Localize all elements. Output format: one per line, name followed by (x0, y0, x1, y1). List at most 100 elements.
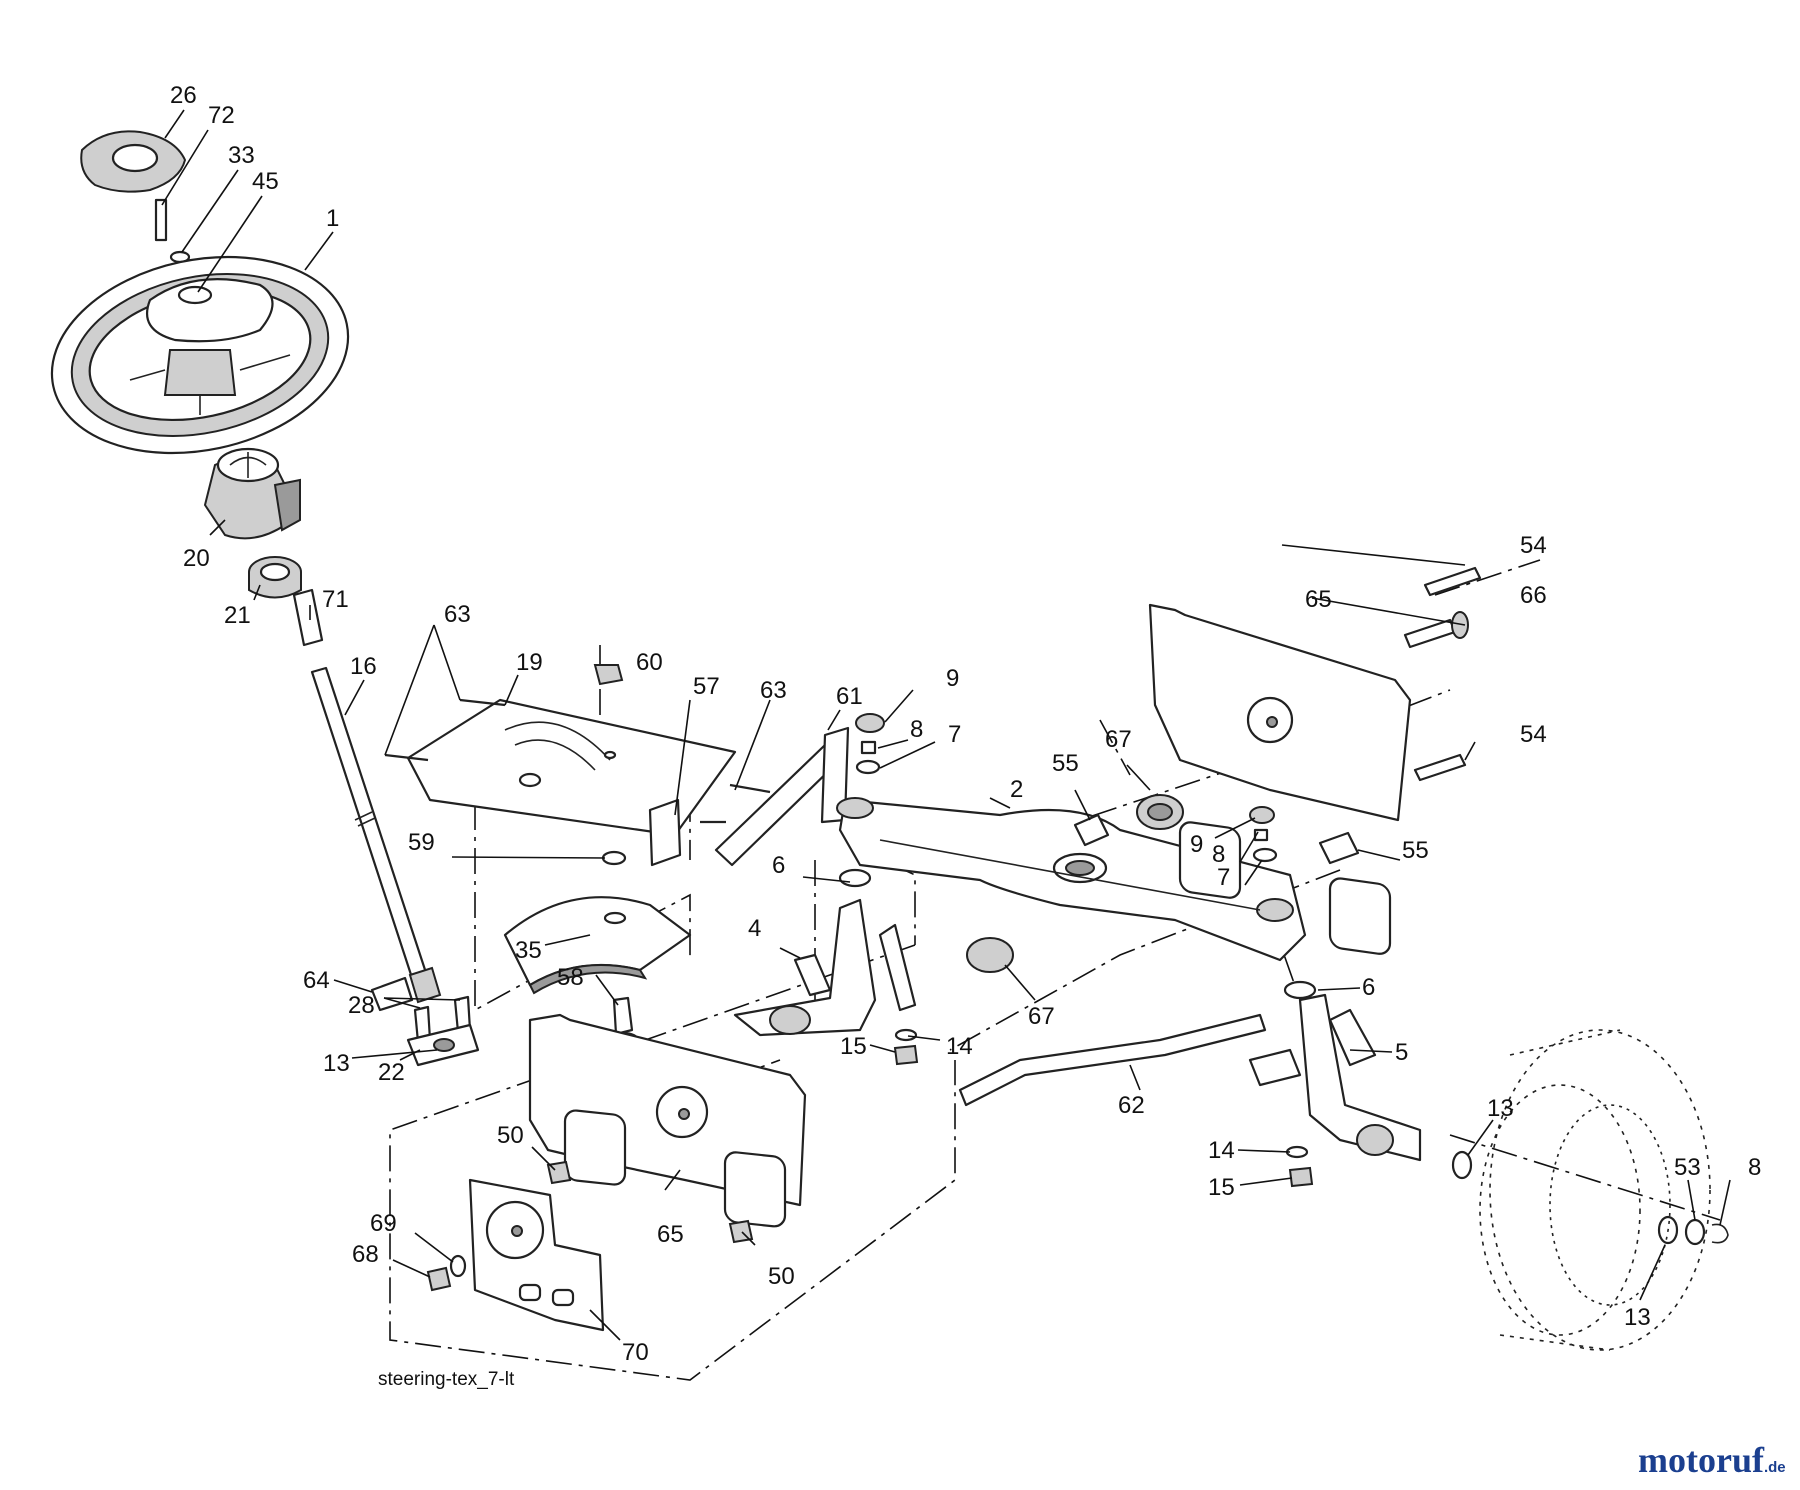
washers-part-13 (1451, 1150, 1679, 1245)
callout-62: 62 (1118, 1092, 1145, 1119)
callout-64: 64 (303, 967, 330, 994)
callout-9b: 9 (1190, 831, 1203, 858)
callout-22: 22 (378, 1059, 405, 1086)
watermark-logo: motoruf.de (1638, 1440, 1786, 1480)
nut-part-60 (593, 664, 624, 686)
bushings-part-6 (838, 868, 1317, 1000)
callout-9a: 9 (946, 665, 959, 692)
callout-33: 33 (228, 142, 255, 169)
callout-5: 5 (1395, 1039, 1408, 1066)
pivot-bar-part-61 (714, 726, 850, 867)
callout-50b: 50 (768, 1263, 795, 1290)
pins-part-8 (860, 740, 1269, 842)
callout-13c: 13 (1624, 1304, 1651, 1331)
bolts-part-54 (1413, 566, 1482, 782)
bushing-part-21 (248, 556, 302, 599)
watermark-main-text: motoruf (1638, 1440, 1765, 1480)
svg-text:motoruf.de: motoruf.de (1638, 1440, 1786, 1480)
watermark-suffix-text: .de (1764, 1459, 1786, 1476)
sleeve-part-71 (292, 588, 324, 647)
callout-54b: 54 (1520, 721, 1547, 748)
callout-1: 1 (326, 205, 339, 232)
clip-part-8 (1711, 1223, 1729, 1244)
callout-35: 35 (515, 937, 542, 964)
callout-19: 19 (516, 649, 543, 676)
bushings-part-55 (1073, 813, 1360, 865)
callout-6b: 6 (1362, 974, 1375, 1001)
callout-63b: 63 (760, 677, 787, 704)
callout-13b: 13 (1487, 1095, 1514, 1122)
bolt-part-72 (154, 198, 168, 242)
callout-65b: 65 (657, 1221, 684, 1248)
callout-numbers: 26 72 33 45 1 20 21 71 16 63 19 60 57 63… (170, 82, 1761, 1366)
callout-72: 72 (208, 102, 235, 129)
callout-20: 20 (183, 545, 210, 572)
callout-15a: 15 (840, 1033, 867, 1060)
clip-part-64 (370, 976, 414, 1012)
callout-2: 2 (1010, 776, 1023, 803)
callout-65a: 65 (1305, 586, 1332, 613)
callout-71: 71 (322, 586, 349, 613)
side-bracket-left-part-65 (528, 1013, 807, 1228)
callout-13a: 13 (323, 1050, 350, 1077)
callout-8c: 8 (1748, 1154, 1761, 1181)
callout-15b: 15 (1208, 1174, 1235, 1201)
callout-60: 60 (636, 649, 663, 676)
callout-28: 28 (348, 992, 375, 1019)
callout-26: 26 (170, 82, 197, 109)
washer-part-59 (601, 850, 627, 866)
callout-7a: 7 (948, 721, 961, 748)
callout-50a: 50 (497, 1122, 524, 1149)
flange-bracket-part-22 (406, 1023, 480, 1067)
side-bracket-right-part-65 (1148, 603, 1412, 955)
column-boot-part-20 (203, 447, 301, 540)
bracket-part-57 (648, 798, 682, 867)
callout-4: 4 (748, 915, 761, 942)
washers-part-7 (855, 759, 1278, 863)
callout-21: 21 (224, 602, 251, 629)
callout-45: 45 (252, 168, 279, 195)
nuts-part-15 (893, 1044, 1314, 1188)
callout-14a: 14 (946, 1033, 973, 1060)
callout-8b: 8 (1212, 841, 1225, 868)
callout-14b: 14 (1208, 1137, 1235, 1164)
callout-55b: 55 (1402, 837, 1429, 864)
steering-plate-part-19 (406, 698, 737, 837)
callout-57: 57 (693, 673, 720, 700)
washer-part-69 (449, 1254, 467, 1278)
callout-69: 69 (370, 1210, 397, 1237)
callout-53: 53 (1674, 1154, 1701, 1181)
callout-8a: 8 (910, 716, 923, 743)
steering-cap-part-26 (80, 130, 187, 193)
callout-7b: 7 (1217, 864, 1230, 891)
pedal-plate-part-70 (468, 1178, 605, 1332)
caps-part-9 (855, 713, 1275, 824)
leader-lines (161, 109, 1731, 1341)
callout-58: 58 (557, 964, 584, 991)
callout-6a: 6 (772, 852, 785, 879)
steering-wheel-part-1 (50, 255, 350, 455)
spindle-left-part-4 (733, 898, 917, 1037)
front-axle-part-2 (836, 797, 1307, 962)
callout-59: 59 (408, 829, 435, 856)
callout-68: 68 (352, 1241, 379, 1268)
callout-67a: 67 (1105, 726, 1132, 753)
callout-70: 70 (622, 1339, 649, 1366)
washers-part-14 (894, 1028, 1309, 1159)
callout-66: 66 (1520, 582, 1547, 609)
sector-gear-part-35 (503, 896, 692, 995)
washer-part-53 (1684, 1218, 1706, 1246)
spacers-part-67 (966, 794, 1184, 973)
bolt-part-66 (1403, 611, 1469, 649)
callout-61: 61 (836, 683, 863, 710)
nut-part-68 (426, 1266, 452, 1292)
front-wheel (1479, 1029, 1711, 1351)
steering-shaft-part-16 (310, 666, 442, 1004)
callout-16: 16 (350, 653, 377, 680)
callout-63a: 63 (444, 601, 471, 628)
spindle-right-part-5 (1298, 993, 1422, 1162)
tie-rod-part-62 (958, 1013, 1302, 1107)
diagram-reference-code: steering-tex_7-lt (378, 1369, 515, 1390)
callout-54a: 54 (1520, 532, 1547, 559)
